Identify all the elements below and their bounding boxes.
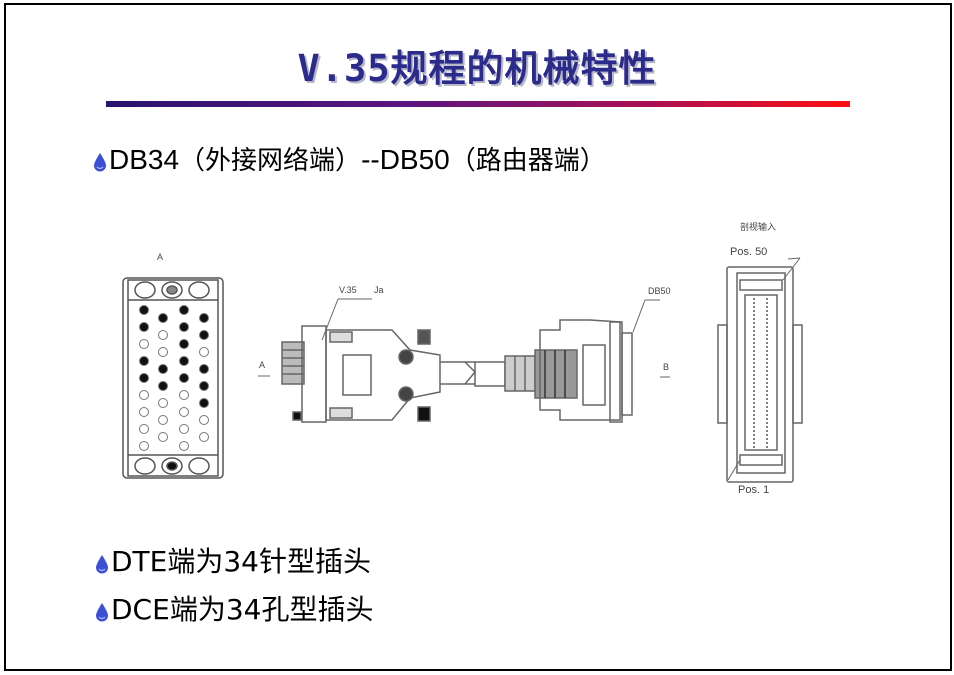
db34-label: DB34 xyxy=(109,144,180,175)
dte-label: DTE xyxy=(111,545,168,578)
slide-frame xyxy=(4,3,952,671)
water-drop-icon xyxy=(96,555,108,574)
slide-title: V.35规程的机械特性 xyxy=(0,38,954,92)
arrow-a-label: A xyxy=(259,360,266,370)
dce-label: DCE xyxy=(111,593,170,626)
pos-50-label: Pos. 50 xyxy=(730,246,768,258)
db50-desc: （路由器端） xyxy=(449,146,606,176)
v35-connector-suffix: Ja xyxy=(374,285,384,295)
v35-connector-diagram xyxy=(122,257,803,483)
db34-desc: （外接网络端） xyxy=(179,146,362,176)
right-panel-caption: 剖视输入 xyxy=(740,222,777,232)
water-drop-icon xyxy=(96,603,108,622)
pos-1-label: Pos. 1 xyxy=(738,484,770,496)
db50-connector-label: DB50 xyxy=(648,286,671,296)
bullet-connector-types: DB34 （外接网络端） --DB50 （路由器端） xyxy=(93,140,606,177)
title-underline xyxy=(106,101,850,107)
dte-desc: 端为34针型插头 xyxy=(167,545,371,578)
title-latin: V.35 xyxy=(297,47,391,90)
title-cjk: 规程的机械特性 xyxy=(390,47,657,90)
v35-connector-label: V.35 xyxy=(339,285,357,295)
panel-a-label: A xyxy=(157,252,164,262)
water-drop-icon xyxy=(94,153,106,172)
db50-label: --DB50 xyxy=(361,144,450,175)
dce-desc: 端为34孔型插头 xyxy=(169,593,374,626)
arrow-b-label: B xyxy=(663,362,670,372)
